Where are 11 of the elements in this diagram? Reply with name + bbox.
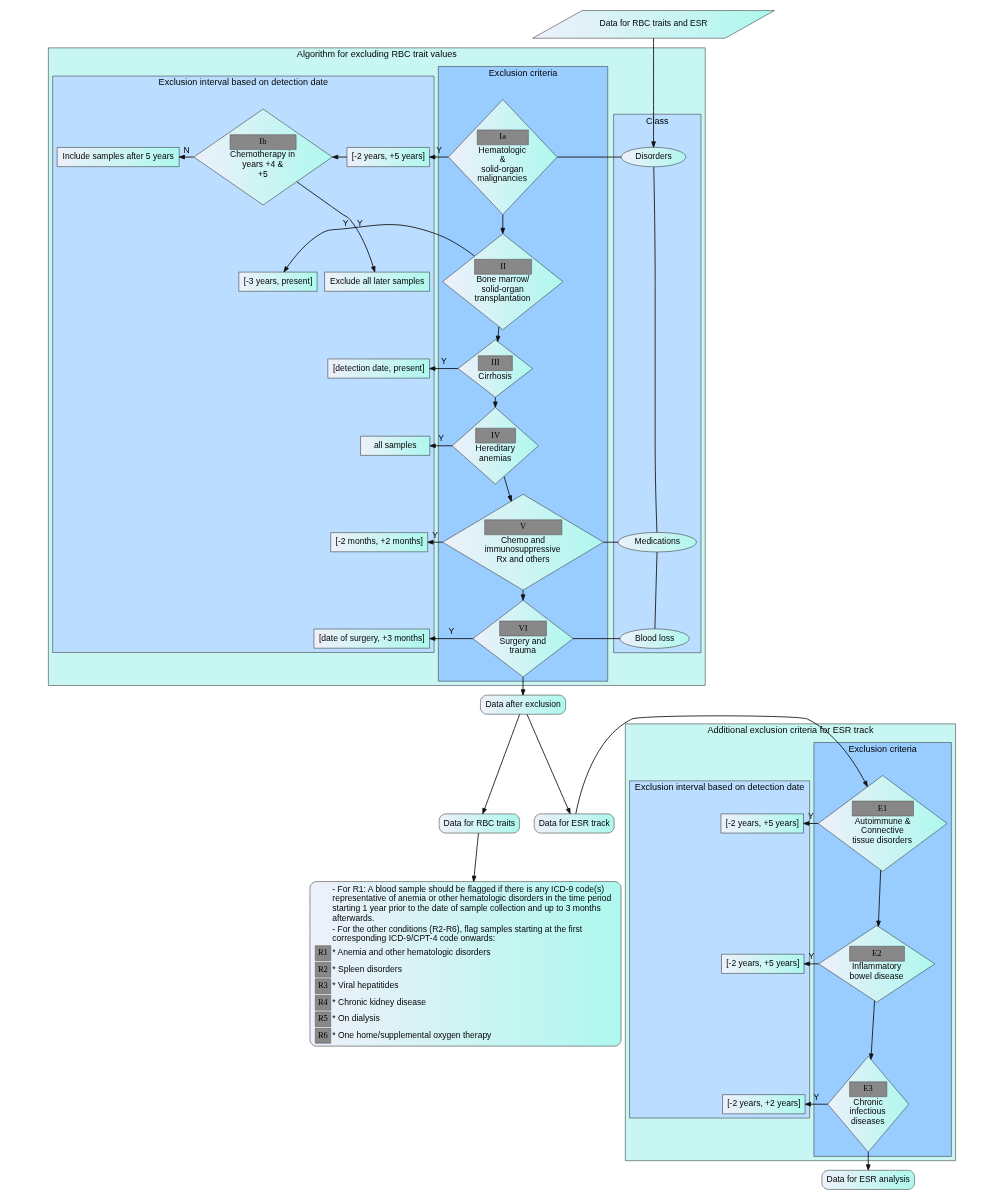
- edge-label: Y: [438, 433, 444, 444]
- edge-label: Y: [356, 218, 363, 229]
- edge-label: Y: [440, 356, 447, 367]
- edge-label: Y: [813, 1091, 820, 1102]
- edge-label: Y: [808, 951, 815, 962]
- edge-label: Y: [436, 144, 442, 155]
- edge-label: Y: [342, 218, 349, 229]
- edge-label: Y: [808, 811, 814, 822]
- edge-label: N: [183, 144, 190, 155]
- edge-label: Y: [448, 626, 455, 637]
- edge-label: Y: [432, 529, 438, 540]
